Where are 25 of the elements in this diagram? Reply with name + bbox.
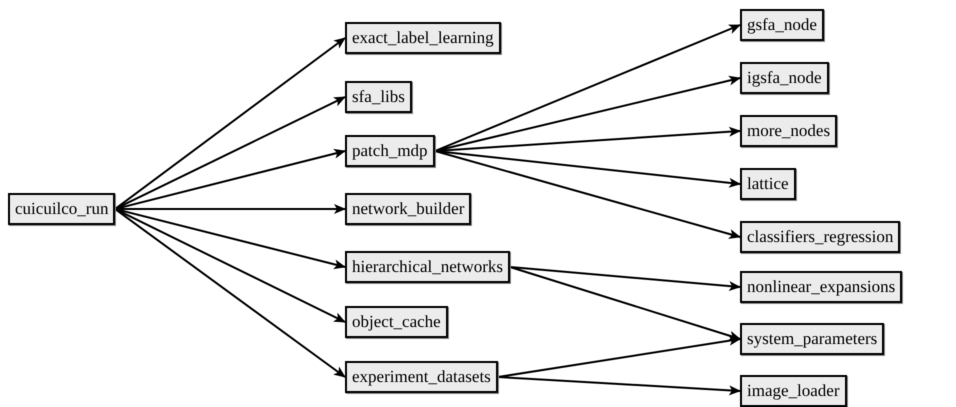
module-box: hierarchical_networks (345, 251, 510, 283)
module-box: cuicuilco_run (8, 193, 116, 225)
module-box: classifiers_regression (740, 221, 900, 253)
arrow (510, 266, 741, 292)
arrow (434, 150, 741, 188)
arrow (498, 376, 741, 396)
module-box: experiment_datasets (345, 361, 498, 393)
module-box: nonlinear_expansions (740, 271, 902, 303)
module-box: lattice (740, 168, 796, 200)
module-box: sfa_libs (345, 81, 412, 113)
arrow (434, 24, 741, 152)
module-box: system_parameters (740, 323, 884, 355)
module-box: image_loader (740, 375, 847, 407)
arrow (434, 150, 741, 239)
module-box: exact_label_learning (345, 22, 501, 54)
arrow (510, 266, 741, 340)
arrow (114, 208, 346, 378)
module-box: igsfa_node (740, 62, 829, 94)
arrow (114, 37, 346, 210)
module-box: patch_mdp (345, 135, 435, 167)
module-box: more_nodes (740, 115, 838, 147)
module-box: network_builder (345, 193, 472, 225)
module-box: object_cache (345, 306, 448, 338)
module-box: gsfa_node (740, 9, 824, 41)
arrow (498, 336, 741, 378)
